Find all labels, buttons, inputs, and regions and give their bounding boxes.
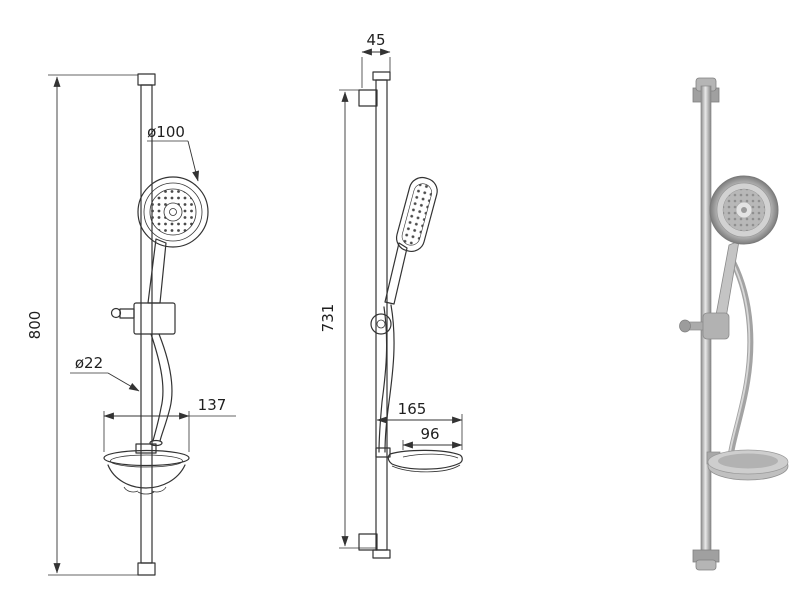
render-hose bbox=[727, 259, 754, 465]
rendered-view bbox=[679, 77, 789, 571]
dim-soap-dish-depth: 165 bbox=[376, 400, 463, 450]
dim-wall-offset: 45 bbox=[361, 31, 391, 88]
dim-165-label: 165 bbox=[398, 400, 427, 418]
front-soap-dish bbox=[103, 443, 190, 495]
dim-soap-dish-width: 137 bbox=[103, 396, 236, 452]
side-soap-dish bbox=[375, 447, 463, 473]
label-bar-diameter: ø22 bbox=[70, 354, 140, 392]
render-handle bbox=[715, 240, 740, 319]
side-view: 45 731 165 bbox=[319, 31, 463, 559]
front-rail bbox=[137, 73, 156, 576]
side-hose bbox=[378, 304, 395, 453]
front-slider bbox=[110, 302, 176, 335]
front-view: 800 ø100 ø22 bbox=[26, 73, 236, 576]
dim-d22-label: ø22 bbox=[75, 354, 103, 372]
render-shower-head bbox=[709, 175, 779, 245]
dim-45-label: 45 bbox=[366, 31, 385, 49]
front-handle bbox=[147, 238, 167, 304]
dim-731-label: 731 bbox=[319, 304, 337, 333]
dim-soap-dish-inner: 96 bbox=[402, 425, 463, 450]
side-slider bbox=[370, 313, 392, 335]
dim-d100-label: ø100 bbox=[147, 123, 185, 141]
dim-800-label: 800 bbox=[26, 311, 44, 340]
dim-bar-length: 731 bbox=[319, 89, 376, 549]
render-soap-dish bbox=[706, 449, 789, 481]
dim-96-label: 96 bbox=[420, 425, 439, 443]
side-shower-head bbox=[384, 176, 438, 305]
front-shower-head bbox=[137, 176, 209, 248]
dim-137-label: 137 bbox=[198, 396, 227, 414]
dim-overall-height: 800 bbox=[26, 74, 138, 576]
render-slider bbox=[679, 312, 730, 340]
label-handset-diameter: ø100 bbox=[147, 123, 200, 182]
front-hose bbox=[149, 333, 173, 447]
